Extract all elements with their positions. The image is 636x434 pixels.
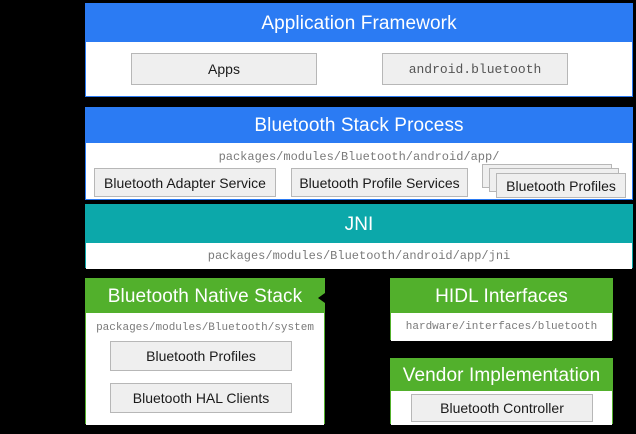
connector-arrowhead-left <box>318 293 325 303</box>
hidl-interfaces-body: hardware/interfaces/bluetooth <box>391 313 612 341</box>
application-framework-header: Application Framework <box>86 4 632 42</box>
hidl-interfaces-block: HIDL Interfaces hardware/interfaces/blue… <box>390 278 613 341</box>
connector-arrowhead-right <box>383 293 390 303</box>
jni-header: JNI <box>86 205 632 243</box>
application-framework-block: Application Framework Apps android.bluet… <box>85 3 633 97</box>
android-bluetooth-api-box[interactable]: android.bluetooth <box>382 53 568 85</box>
bluetooth-profile-services-box[interactable]: Bluetooth Profile Services <box>291 168 468 197</box>
bluetooth-stack-process-path: packages/modules/Bluetooth/android/app/ <box>218 150 500 164</box>
bluetooth-profiles-stack[interactable]: Bluetooth Profiles <box>482 164 628 199</box>
bluetooth-controller-box[interactable]: Bluetooth Controller <box>411 394 593 422</box>
vendor-implementation-header: Vendor Implementation <box>391 359 612 391</box>
apps-box[interactable]: Apps <box>131 53 317 85</box>
bluetooth-stack-process-body: packages/modules/Bluetooth/android/app/ … <box>86 143 632 199</box>
bluetooth-native-stack-header: Bluetooth Native Stack <box>86 279 324 313</box>
vendor-implementation-block: Vendor Implementation Bluetooth Controll… <box>390 358 613 425</box>
bluetooth-stack-process-header: Bluetooth Stack Process <box>86 108 632 143</box>
bluetooth-stack-process-block: Bluetooth Stack Process packages/modules… <box>85 107 633 200</box>
hidl-interfaces-header: HIDL Interfaces <box>391 279 612 313</box>
bluetooth-native-stack-body: packages/modules/Bluetooth/system Blueto… <box>86 313 324 425</box>
bluetooth-native-stack-block: Bluetooth Native Stack packages/modules/… <box>85 278 325 425</box>
bluetooth-adapter-service-box[interactable]: Bluetooth Adapter Service <box>94 168 276 197</box>
jni-path: packages/modules/Bluetooth/android/app/j… <box>207 249 511 263</box>
bluetooth-hal-clients-box[interactable]: Bluetooth HAL Clients <box>110 383 292 413</box>
hidl-interfaces-path: hardware/interfaces/bluetooth <box>405 321 598 333</box>
vendor-implementation-body: Bluetooth Controller <box>391 391 612 425</box>
connector-line <box>325 297 390 299</box>
application-framework-body: Apps android.bluetooth <box>86 42 632 96</box>
jni-body: packages/modules/Bluetooth/android/app/j… <box>86 243 632 269</box>
native-bluetooth-profiles-box[interactable]: Bluetooth Profiles <box>110 341 292 371</box>
bluetooth-profiles-stack-layer-front[interactable]: Bluetooth Profiles <box>496 173 626 198</box>
bluetooth-native-stack-path: packages/modules/Bluetooth/system <box>96 322 314 334</box>
jni-block: JNI packages/modules/Bluetooth/android/a… <box>85 204 633 269</box>
